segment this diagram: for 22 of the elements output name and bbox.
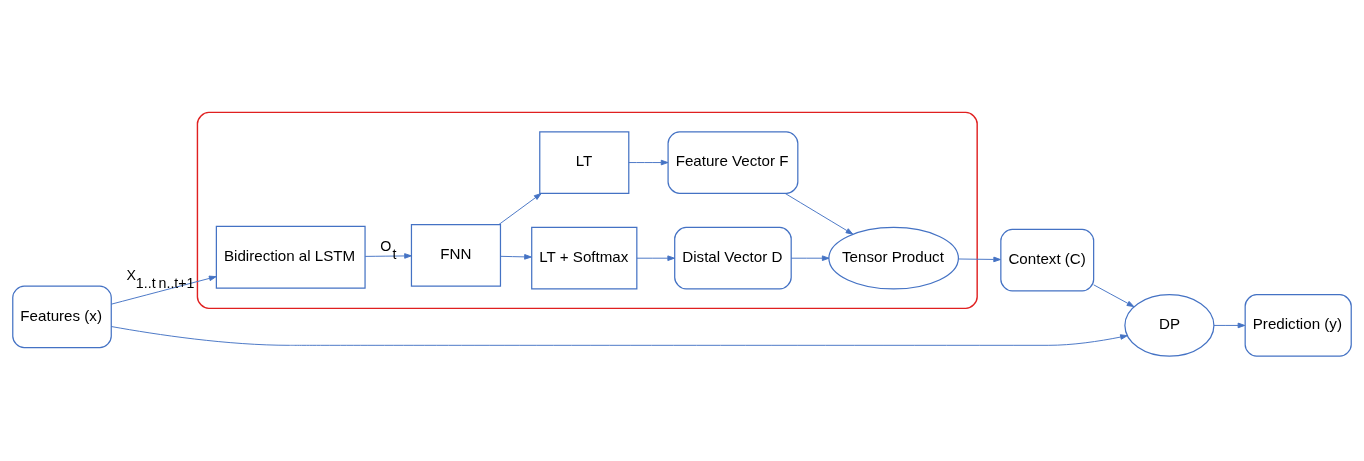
arrow <box>498 193 542 225</box>
arrow <box>1093 284 1135 308</box>
arrow <box>500 254 532 260</box>
arrow <box>110 275 217 305</box>
node-box: Distal Vector D <box>674 226 792 290</box>
node-box: LT <box>539 131 630 194</box>
node-box: Features (x) <box>12 285 112 349</box>
arrow <box>784 192 854 235</box>
arrow <box>1213 322 1246 329</box>
arrow <box>790 255 830 261</box>
cluster <box>196 111 978 310</box>
arrow <box>364 253 412 259</box>
arrow <box>636 255 675 261</box>
node-box: Feature Vector F <box>667 131 799 194</box>
node-box: Prediction (y) <box>1244 294 1352 357</box>
node-box: FNN <box>410 223 502 287</box>
arrow <box>958 256 1001 263</box>
node-box: Bidirection al LSTM <box>215 225 366 289</box>
arrow <box>110 326 1128 346</box>
node-box: Context (C) <box>1000 228 1095 292</box>
arrow <box>628 159 669 166</box>
node-box: LT + Softmax <box>531 226 638 290</box>
